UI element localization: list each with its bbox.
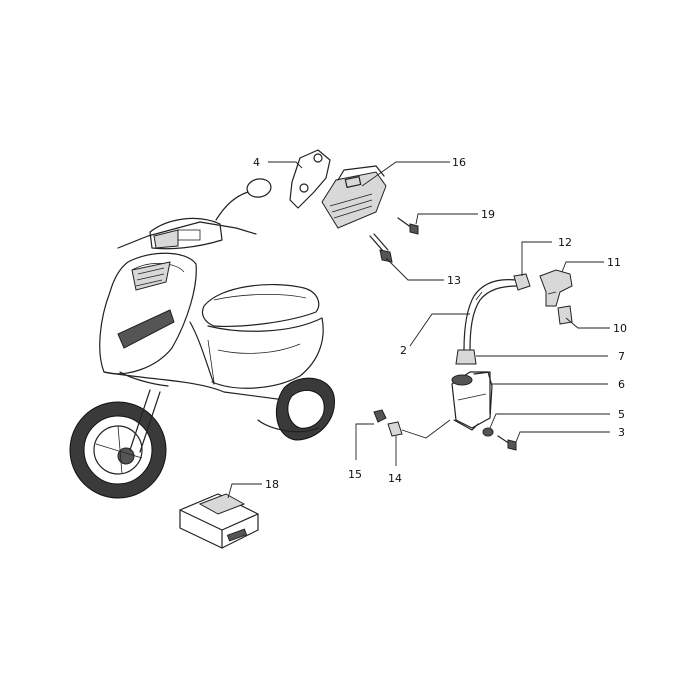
part-11-spark-plug-cap <box>539 269 573 307</box>
rear-wheel <box>257 377 335 441</box>
part-2-ht-cable <box>463 279 519 351</box>
callout-14: 14 <box>388 472 402 485</box>
callout-18: 18 <box>265 478 279 491</box>
part-4-bracket <box>289 149 331 209</box>
callout-11: 11 <box>607 256 621 269</box>
part-7-boot <box>455 349 477 365</box>
part-12-connector <box>513 273 531 291</box>
callout-2: 2 <box>400 344 407 357</box>
part-14-terminal <box>387 421 403 437</box>
callout-13: 13 <box>447 274 461 287</box>
part-16-voltage-regulator <box>321 165 387 229</box>
callout-15: 15 <box>348 468 362 481</box>
callout-4: 4 <box>253 156 260 169</box>
scooter-illustration <box>69 178 335 499</box>
callout-16: 16 <box>452 156 466 169</box>
part-15-nut <box>373 409 387 423</box>
part-6-ignition-coil <box>451 371 493 431</box>
callout-5: 5 <box>618 408 625 421</box>
callout-19: 19 <box>481 208 495 221</box>
part-13-bolt <box>369 233 393 263</box>
part-3-screw <box>497 435 517 451</box>
front-wheel <box>69 401 167 499</box>
leader-lines <box>227 161 610 499</box>
callout-10: 10 <box>613 322 627 335</box>
part-19-screw <box>397 217 419 235</box>
callout-12: 12 <box>558 236 572 249</box>
callout-labels: 4 16 19 13 12 11 10 2 7 6 5 3 15 14 18 <box>253 156 627 491</box>
callout-6: 6 <box>618 378 625 391</box>
callout-7: 7 <box>618 350 625 363</box>
part-5-washer <box>482 427 494 437</box>
callout-3: 3 <box>618 426 625 439</box>
part-18-cdi-unit <box>179 493 259 549</box>
